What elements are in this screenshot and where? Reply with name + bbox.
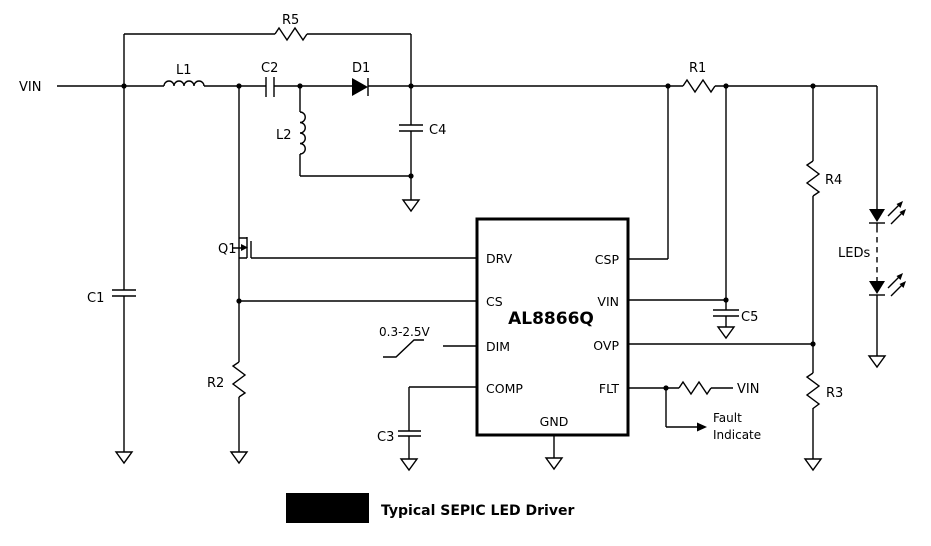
figure-caption: Typical SEPIC LED Driver [381, 503, 574, 519]
fault-indicate-line2: Indicate [713, 428, 761, 442]
capacitor-c1-label: C1 [87, 291, 104, 306]
pin-cs: CS [486, 294, 503, 309]
pin-dim: DIM [486, 339, 510, 354]
capacitor-c4-plates [399, 124, 423, 132]
capacitor-c3-plates [398, 430, 421, 437]
capacitor-c2: C2 [261, 61, 278, 97]
resistor-r4-label: R4 [825, 173, 842, 188]
caption-block: Typical SEPIC LED Driver [286, 493, 574, 523]
led-string: LEDs [838, 201, 906, 297]
led2-triangle [869, 281, 885, 294]
ic-al8866q: DRV CS DIM COMP CSP VIN OVP FLT GND AL88… [475, 217, 630, 437]
pin-ovp: OVP [593, 338, 619, 353]
mosfet-q1: Q1 [218, 237, 252, 259]
resistor-r1-label: R1 [689, 61, 706, 76]
led2-light-arrows [887, 273, 906, 297]
pin-drv: DRV [486, 251, 513, 266]
capacitor-c3: C3 [377, 430, 421, 445]
ic-body [475, 217, 630, 437]
flt-pullup-symbol [678, 380, 712, 396]
inductor-l1: L1 [163, 63, 205, 87]
pin-csp: CSP [595, 252, 620, 267]
dim-ramp-icon [383, 339, 424, 358]
resistor-r2-label: R2 [207, 376, 224, 391]
diode-d1-label: D1 [352, 61, 370, 76]
capacitor-c3-label: C3 [377, 430, 394, 445]
circuit-wires [57, 33, 878, 459]
resistor-r3-label: R3 [826, 386, 843, 401]
pin-comp: COMP [486, 381, 523, 396]
inductor-l1-label: L1 [176, 63, 192, 78]
pin-gnd: GND [540, 414, 569, 429]
resistor-r3-symbol [805, 372, 821, 410]
led1-triangle [869, 209, 885, 222]
diode-d1: D1 [352, 61, 370, 96]
resistor-r2: R2 [207, 361, 247, 398]
resistor-r2-symbol [231, 361, 247, 398]
fault-indicate-line1: Fault [713, 411, 742, 425]
fault-arrow-head [697, 422, 707, 432]
resistor-r5-label: R5 [282, 13, 299, 28]
pin-vin: VIN [597, 294, 619, 309]
capacitor-c5-plates [713, 309, 739, 317]
junction-dots [121, 83, 816, 391]
flt-pullup-vin-label: VIN [737, 382, 759, 397]
ground-symbols [114, 199, 887, 472]
capacitor-c2-plates [265, 77, 275, 97]
resistor-r5-symbol [274, 26, 308, 42]
dim-range-label: 0.3-2.5V [379, 325, 430, 339]
resistor-r5: R5 [274, 13, 308, 42]
capacitor-c4-label: C4 [429, 123, 446, 138]
leds-label: LEDs [838, 246, 870, 261]
resistor-r1: R1 [682, 61, 716, 94]
mosfet-q1-gate-arrow [241, 244, 248, 251]
capacitor-c1: C1 [87, 289, 136, 306]
resistor-r1-symbol [682, 78, 716, 94]
capacitor-c5: C5 [713, 309, 758, 325]
redacted-logo-box [286, 493, 369, 523]
resistor-r4: R4 [805, 160, 842, 197]
led1-light-arrows [887, 201, 906, 225]
mosfet-q1-label: Q1 [218, 242, 237, 257]
capacitor-c4: C4 [399, 123, 446, 138]
ic-part-number: AL8866Q [508, 309, 594, 329]
pin-flt: FLT [599, 381, 619, 396]
capacitor-c5-label: C5 [741, 310, 758, 325]
fault-indicate-annotation: Fault Indicate [697, 411, 761, 442]
resistor-r3: R3 [805, 372, 843, 410]
vin-source-label: VIN [19, 80, 41, 95]
dim-input-annotation: 0.3-2.5V [379, 325, 430, 358]
inductor-l2: L2 [276, 111, 306, 155]
resistor-r4-symbol [805, 160, 821, 197]
inductor-l2-label: L2 [276, 128, 292, 143]
capacitor-c2-label: C2 [261, 61, 278, 76]
diode-d1-triangle [352, 78, 368, 96]
flt-pullup-resistor: VIN [678, 380, 759, 397]
inductor-l1-symbol [163, 80, 205, 87]
inductor-l2-symbol [299, 111, 306, 155]
capacitor-c1-plates [112, 289, 136, 297]
